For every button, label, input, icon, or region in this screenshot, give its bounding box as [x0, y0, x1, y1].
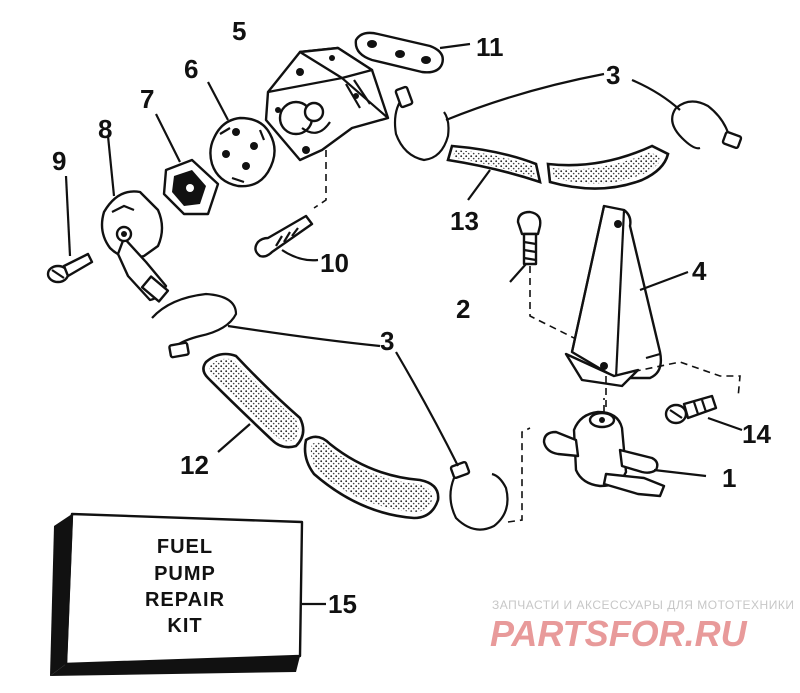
lower-hose-clamp-left [151, 292, 238, 359]
filter-screw [46, 252, 94, 284]
callout-3-lower: 3 [380, 326, 394, 356]
watermark: ЗАПЧАСТИ И АКСЕССУАРЫ ДЛЯ МОТОТЕХНИКИ PA… [490, 598, 794, 654]
fuel-valve-bracket [564, 204, 663, 388]
callout-7: 7 [140, 84, 154, 114]
upper-hose-section-b [546, 144, 670, 190]
lower-hose-section-a [202, 352, 305, 449]
callout-9: 9 [52, 146, 66, 176]
kit-label-line4: KIT [167, 615, 202, 637]
kit-label-line1: FUEL [157, 536, 213, 558]
diaphragm-plate [209, 116, 276, 188]
fuel-shutoff-valve [542, 410, 666, 498]
watermark-logo-for: FOR.RU [609, 613, 748, 654]
watermark-logo: PARTSFOR.RU [490, 613, 748, 654]
bracket-bolt [516, 210, 542, 266]
callout-13: 13 [450, 206, 479, 236]
callout-6: 6 [184, 54, 198, 84]
callout-2: 2 [456, 294, 470, 324]
upper-hose-clamp-left [393, 85, 450, 162]
watermark-logo-parts: PARTS [490, 613, 609, 654]
callout-14: 14 [742, 419, 771, 449]
kit-label-line2: PUMP [154, 563, 216, 585]
callout-10: 10 [320, 248, 349, 278]
fuel-pump-repair-kit-box: FUEL PUMP REPAIR KIT [50, 512, 304, 676]
filter-housing [100, 190, 170, 303]
callout-3-upper: 3 [606, 60, 620, 90]
callout-11: 11 [476, 32, 504, 62]
lower-hose-section-b [303, 435, 440, 520]
valve-screw [664, 394, 718, 425]
callout-12: 12 [180, 450, 209, 480]
gasket-plate [354, 31, 471, 74]
watermark-tagline: ЗАПЧАСТИ И АКСЕССУАРЫ ДЛЯ МОТОТЕХНИКИ [492, 598, 794, 612]
lower-hose-clamp-right [449, 460, 509, 531]
upper-hose-section-a [446, 144, 542, 184]
upper-hose-clamp-right [671, 100, 743, 150]
callout-labels: 1 2 3 3 4 5 6 7 8 9 10 11 12 13 14 15 [52, 16, 771, 619]
callout-15: 15 [328, 589, 357, 619]
pump-gasket [162, 158, 220, 216]
fuel-pump-body [264, 46, 390, 162]
callout-4: 4 [692, 256, 707, 286]
callout-8: 8 [98, 114, 112, 144]
kit-label-line3: REPAIR [145, 589, 225, 611]
callout-5: 5 [232, 16, 246, 46]
pump-mounting-screw [254, 214, 314, 258]
callout-1: 1 [722, 463, 736, 493]
